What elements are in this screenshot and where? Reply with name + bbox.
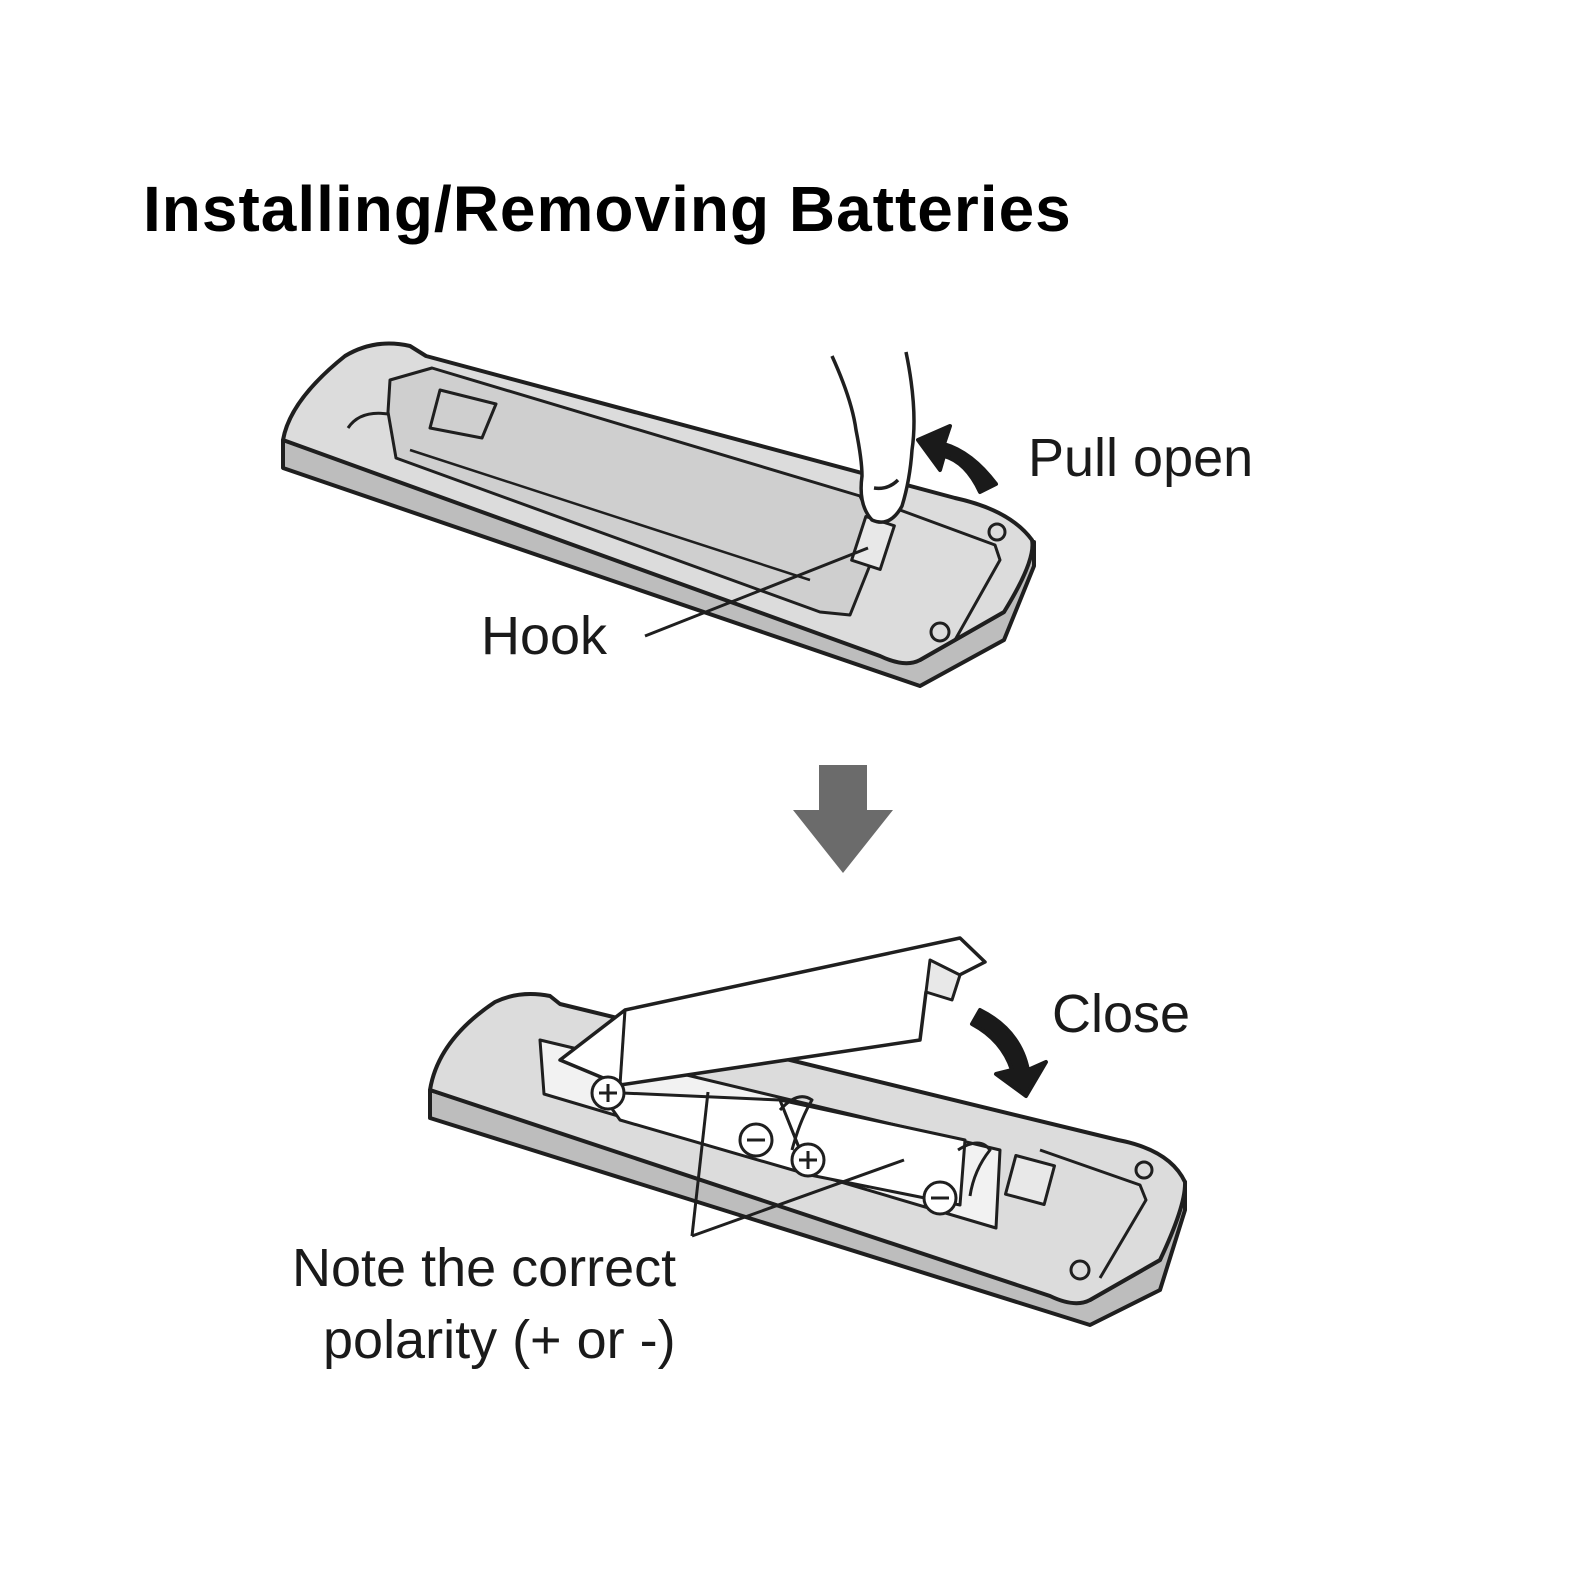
plus-icon <box>792 1144 824 1176</box>
close-arrow-icon <box>972 1010 1046 1096</box>
close-label: Close <box>1052 983 1190 1045</box>
minus-icon <box>924 1182 956 1214</box>
polarity-note-line2: polarity (+ or -) <box>323 1309 676 1371</box>
hook-label: Hook <box>481 605 607 667</box>
pull-open-label: Pull open <box>1028 427 1253 489</box>
plus-icon <box>592 1077 624 1109</box>
minus-icon <box>740 1124 772 1156</box>
polarity-note-line1: Note the correct <box>292 1237 676 1299</box>
